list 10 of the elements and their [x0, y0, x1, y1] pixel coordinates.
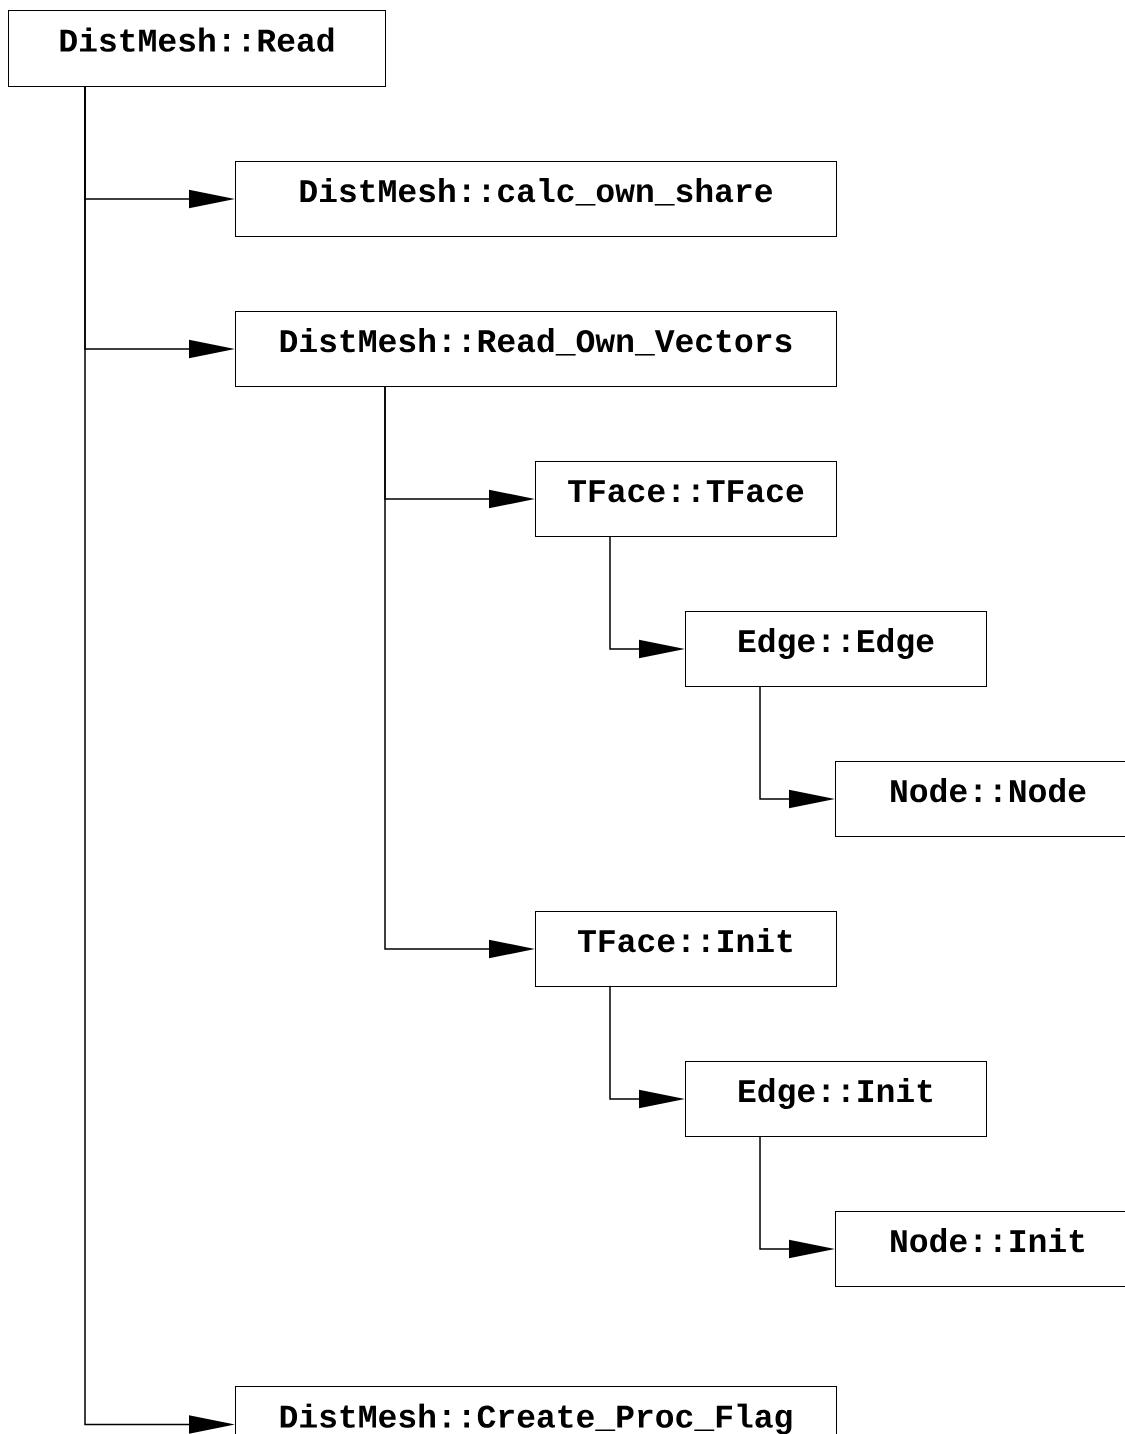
function-box: DistMesh::Read_Own_Vectors: [235, 311, 837, 387]
function-box: Edge::Edge: [685, 611, 987, 687]
function-box: TFace::Init: [535, 911, 837, 987]
function-box: Edge::Init: [685, 1061, 987, 1137]
function-box: DistMesh::Create_Proc_Flag: [235, 1386, 837, 1434]
function-box: Node::Init: [835, 1211, 1125, 1287]
function-box: Node::Node: [835, 761, 1125, 837]
function-box: DistMesh::Read: [8, 10, 386, 87]
function-box: DistMesh::calc_own_share: [235, 161, 837, 237]
function-box: TFace::TFace: [535, 461, 837, 537]
